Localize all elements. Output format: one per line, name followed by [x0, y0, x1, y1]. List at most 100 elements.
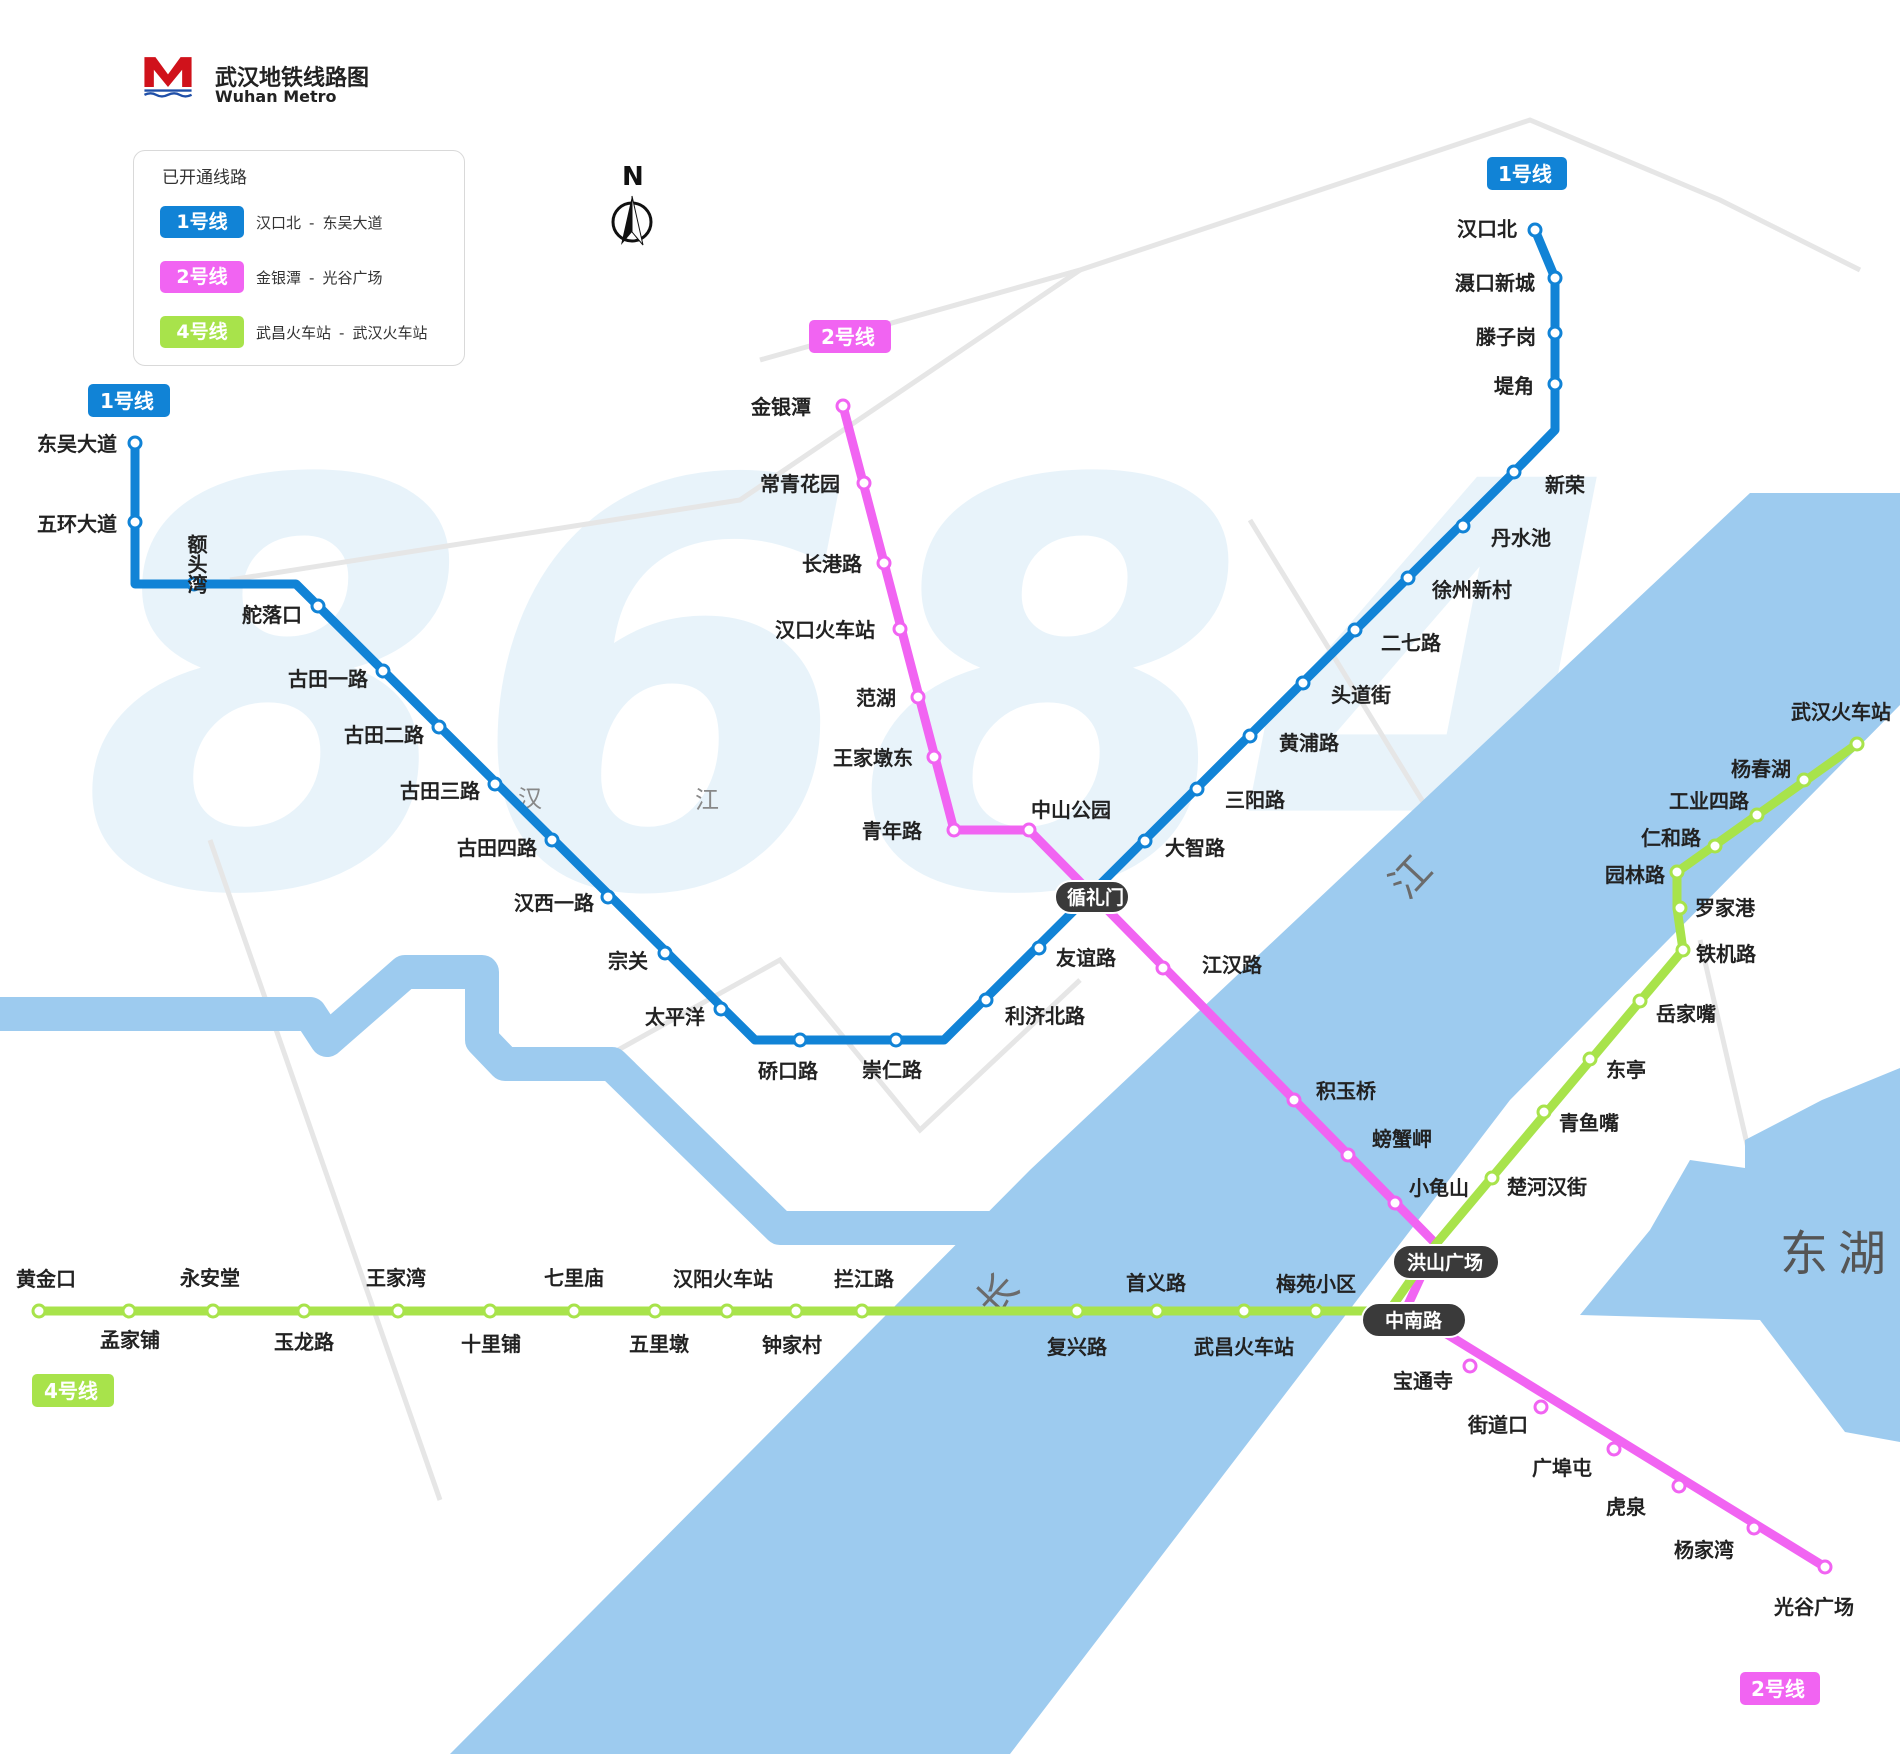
- map-title-block: 武汉地铁线路图 Wuhan Metro: [136, 54, 436, 116]
- east-lake: [1580, 1068, 1900, 1442]
- station-label: 范湖: [856, 686, 896, 710]
- station-label: 滕子岗: [1476, 325, 1536, 349]
- line-badge-2-north: 2号线: [809, 320, 891, 353]
- station-label: 虎泉: [1606, 1495, 1647, 1519]
- station-label: 古田三路: [400, 779, 481, 803]
- station-dots: [31, 222, 1865, 1575]
- station-label: 街道口: [1467, 1413, 1528, 1437]
- transfer-hongshan[interactable]: 洪山广场: [1392, 1244, 1500, 1280]
- station-label: 舵落口: [242, 603, 302, 627]
- station-label: 复兴路: [1046, 1335, 1108, 1359]
- transfer-xunlimen[interactable]: 循礼门: [1054, 880, 1130, 914]
- station-label: 仁和路: [1641, 826, 1702, 850]
- yangtze-river: [450, 493, 1900, 1754]
- station-label: 江汉路: [1202, 953, 1263, 977]
- station-label: 丹水池: [1491, 526, 1551, 550]
- station-label: 七里庙: [544, 1266, 604, 1290]
- svg-text:中南路: 中南路: [1385, 1309, 1443, 1332]
- station-label: 武昌火车站: [1194, 1335, 1294, 1359]
- station-label: 头道街: [1331, 683, 1391, 707]
- legend-route-line-1: 汉口北-东吴大道: [256, 214, 383, 232]
- station-label: 拦江路: [834, 1267, 895, 1291]
- line-2-labels: 金银潭 常青花园 长港路 汉口火车站 范湖 王家墩东 青年路 中山公园 江汉路 …: [750, 395, 1854, 1619]
- station-label: 五里墩: [629, 1332, 690, 1356]
- station-label: 黄浦路: [1279, 731, 1340, 755]
- station-label: 堤角: [1494, 374, 1534, 398]
- station-label: 青鱼嘴: [1559, 1111, 1619, 1135]
- station-label: 大智路: [1165, 836, 1226, 860]
- station-label: 螃蟹岬: [1372, 1127, 1432, 1151]
- station-label: 铁机路: [1696, 942, 1757, 966]
- station-label: 徐州新村: [1431, 578, 1512, 602]
- station-label: 王家湾: [366, 1266, 426, 1290]
- line-4-labels: 黄金口 孟家铺 永安堂 玉龙路 王家湾 十里铺 七里庙 五里墩 汉阳火车站 钟家…: [16, 700, 1891, 1359]
- station-label: 滠口新城: [1455, 271, 1535, 295]
- station-label: 王家墩东: [833, 746, 913, 770]
- wuhan-metro-logo-icon: [143, 57, 193, 98]
- station-label: 汉西一路: [514, 891, 595, 915]
- north-arrow-icon: N: [611, 162, 653, 246]
- station-label: 武汉火车站: [1791, 700, 1891, 724]
- station-label: 东吴大道: [37, 432, 117, 456]
- station-label: 首义路: [1126, 1271, 1187, 1295]
- line-badge-1-north: 1号线: [1487, 157, 1567, 190]
- station-label: 二七路: [1381, 631, 1442, 655]
- station-label: 黄金口: [16, 1267, 76, 1291]
- station-label: 古田二路: [344, 723, 425, 747]
- station-label: 岳家嘴: [1656, 1002, 1716, 1026]
- svg-text:1号线: 1号线: [100, 389, 154, 413]
- station-label: 十里铺: [461, 1332, 521, 1356]
- station-label: 利济北路: [1005, 1004, 1086, 1028]
- svg-text:1号线: 1号线: [1498, 162, 1552, 186]
- line-1-dots: [127, 222, 1563, 1048]
- station-label: 友谊路: [1056, 946, 1117, 970]
- han-label-2: 江: [695, 786, 719, 814]
- station-label: 广埠屯: [1532, 1456, 1592, 1480]
- station-label: 崇仁路: [862, 1058, 923, 1082]
- line-1-labels: 汉口北 滠口新城 滕子岗 堤角 新荣 丹水池 徐州新村 二七路 头道街 黄浦路 …: [37, 217, 1586, 1083]
- station-label: 金银潭: [750, 395, 811, 419]
- station-label: 罗家港: [1695, 896, 1756, 920]
- legend-badge-line-1: 1号线: [160, 206, 244, 238]
- station-label: 新荣: [1545, 473, 1586, 497]
- station-label: 小龟山: [1409, 1176, 1469, 1200]
- station-label: 汉口北: [1457, 217, 1517, 241]
- line-4-dots: [31, 736, 1865, 1319]
- station-label: 宝通寺: [1393, 1369, 1453, 1393]
- station-label: 孟家铺: [100, 1328, 160, 1352]
- han-river: [0, 955, 1040, 1245]
- svg-text:洪山广场: 洪山广场: [1407, 1251, 1483, 1274]
- station-label: 园林路: [1605, 863, 1666, 887]
- svg-text:N: N: [622, 162, 644, 192]
- station-label: 常青花园: [760, 472, 840, 496]
- line-badge-2-south: 2号线: [1740, 1672, 1820, 1705]
- station-label: 光谷广场: [1773, 1595, 1854, 1619]
- map-title-en: Wuhan Metro: [215, 87, 337, 106]
- svg-text:2号线: 2号线: [1751, 1677, 1805, 1701]
- station-label: 楚河汉街: [1507, 1175, 1587, 1199]
- station-label: 硚口路: [758, 1059, 819, 1083]
- legend-title: 已开通线路: [162, 168, 247, 188]
- svg-text:2号线: 2号线: [821, 325, 875, 349]
- station-label: 宗关: [608, 949, 648, 973]
- station-label: 工业四路: [1669, 789, 1750, 813]
- legend-badge-line-4: 4号线: [160, 316, 244, 348]
- legend-route-line-4: 武昌火车站-武汉火车站: [256, 324, 428, 342]
- station-label: 古田一路: [288, 667, 369, 691]
- station-label: 古田四路: [457, 836, 538, 860]
- station-label: 玉龙路: [274, 1330, 335, 1354]
- line-badge-1-west: 1号线: [88, 384, 170, 417]
- station-label: 钟家村: [762, 1333, 822, 1357]
- legend-panel: 已开通线路 1号线 汉口北-东吴大道 2号线 金银潭-光谷广场 4号线 武昌火车…: [133, 150, 465, 366]
- line-2-dots: [835, 398, 1833, 1575]
- station-label: 杨春湖: [1731, 757, 1791, 781]
- station-label: 太平洋: [645, 1005, 705, 1029]
- station-label: 杨家湾: [1674, 1538, 1734, 1562]
- map-title-cn: 武汉地铁线路图: [215, 66, 370, 91]
- east-lake-label: 东湖: [1780, 1226, 1896, 1282]
- station-label: 三阳路: [1225, 788, 1286, 812]
- station-label: 汉阳火车站: [673, 1267, 773, 1291]
- station-label: 永安堂: [179, 1266, 240, 1290]
- transfer-zhongnan[interactable]: 中南路: [1361, 1302, 1467, 1338]
